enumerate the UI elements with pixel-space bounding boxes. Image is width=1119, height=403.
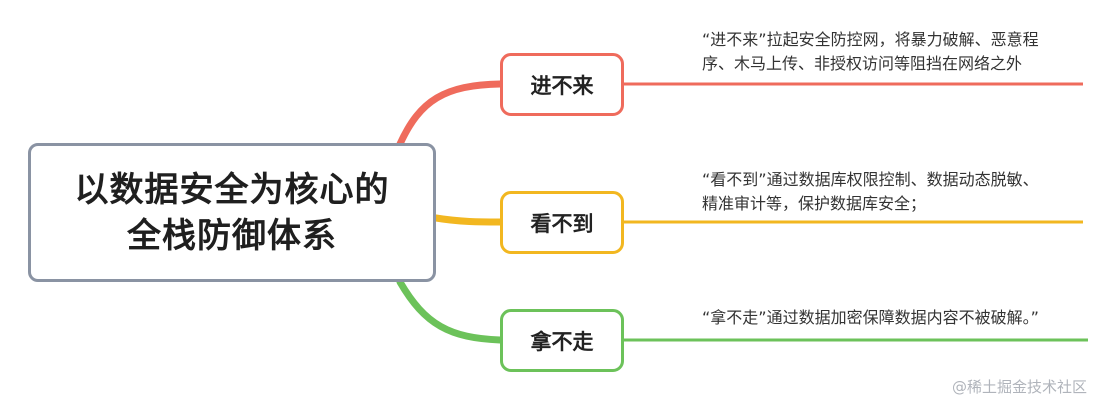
connector-branch-1 bbox=[396, 80, 504, 148]
branch-node-2[interactable]: 看不到 bbox=[500, 191, 624, 254]
branch-label-1: 进不来 bbox=[530, 73, 594, 98]
branch-description-2: “看不到”通过数据库权限控制、数据动态脱敏、 精准审计等，保护数据库安全； bbox=[702, 168, 1039, 216]
branch-description-3-line-1: “拿不走”通过数据加密保障数据内容不被破解。” bbox=[702, 308, 1039, 327]
root-title-line-1: 以数据安全为核心的 bbox=[74, 169, 390, 210]
branch-description-1-line-2: 序、木马上传、非授权访问等阻挡在网络之外 bbox=[702, 54, 1023, 73]
branch-node-3[interactable]: 拿不走 bbox=[500, 309, 624, 372]
branch-label-3: 拿不走 bbox=[530, 329, 594, 354]
branch-description-2-line-2: 精准审计等，保护数据库安全； bbox=[702, 194, 927, 213]
branch-description-1-line-1: “进不来”拉起安全防控网，将暴力破解、恶意程 bbox=[702, 30, 1039, 49]
branch-description-3: “拿不走”通过数据加密保障数据内容不被破解。” bbox=[702, 306, 1039, 330]
branch-description-1: “进不来”拉起安全防控网，将暴力破解、恶意程 序、木马上传、非授权访问等阻挡在网… bbox=[702, 28, 1039, 76]
watermark: @稀土掘金技术社区 bbox=[952, 378, 1088, 396]
branch-description-2-line-1: “看不到”通过数据库权限控制、数据动态脱敏、 bbox=[702, 170, 1039, 189]
root-node[interactable]: 以数据安全为核心的 全栈防御体系 bbox=[28, 143, 436, 282]
branch-node-1[interactable]: 进不来 bbox=[500, 53, 624, 116]
root-title-line-2: 全栈防御体系 bbox=[127, 215, 337, 256]
connector-branch-3 bbox=[396, 278, 504, 344]
connector-branch-2 bbox=[432, 214, 504, 226]
branch-label-2: 看不到 bbox=[530, 211, 594, 236]
